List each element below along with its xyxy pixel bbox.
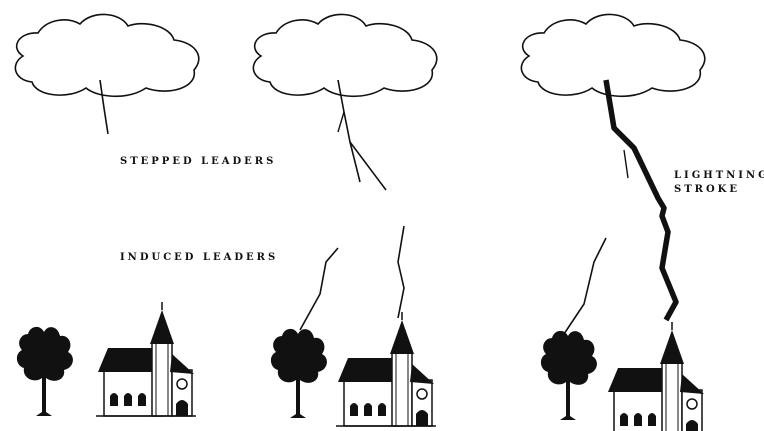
- induced-leader-tree-3: [564, 238, 606, 334]
- cloud-1: [15, 14, 198, 96]
- stepped-leader-2-branch: [338, 112, 344, 132]
- cloud-2: [253, 14, 436, 96]
- church-icon: [606, 322, 706, 431]
- label-stroke: STROKE: [674, 184, 740, 195]
- stepped-leader-1: [100, 80, 108, 134]
- tree-icon: [271, 329, 327, 418]
- lightning-stroke: [606, 80, 676, 320]
- cloud-3: [521, 14, 704, 96]
- church-icon: [336, 312, 436, 426]
- label-lightning: LIGHTNING: [674, 170, 764, 181]
- stepped-leader-2a: [338, 80, 360, 182]
- tree-icon: [541, 331, 597, 420]
- stroke-branch: [624, 150, 628, 178]
- label-induced-leaders: INDUCED LEADERS: [120, 252, 278, 263]
- induced-leader-tree-2: [300, 248, 338, 330]
- panel-3: [521, 14, 706, 431]
- panel-2: [253, 14, 436, 426]
- label-stepped-leaders: STEPPED LEADERS: [120, 156, 276, 167]
- church-icon: [96, 302, 196, 416]
- induced-leader-church-2: [398, 226, 404, 318]
- tree-icon: [17, 327, 73, 416]
- panel-1: [15, 14, 198, 416]
